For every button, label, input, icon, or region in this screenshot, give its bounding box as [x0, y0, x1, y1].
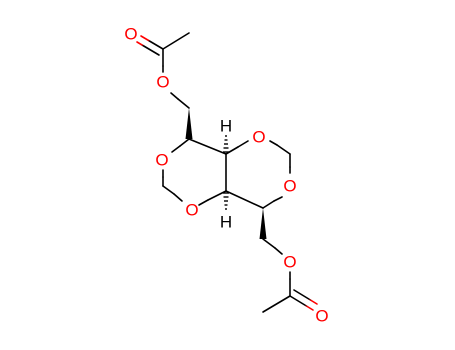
atom-oxygen-ester-bottom: O	[283, 253, 296, 272]
bond-carbonyl-bottom-b	[293, 289, 318, 305]
atom-hydrogen-top: H	[220, 117, 232, 136]
bond-o-ch-left-bottom-o	[198, 199, 209, 206]
atom-oxygen-carbonyl-top: O	[124, 25, 137, 44]
bond-carbonyl-top-a	[140, 35, 164, 50]
bond-methylene-ester-bottom-c	[262, 238, 276, 249]
bond-o-ch2-right-top-o	[269, 140, 278, 146]
bond-ch2-o-left-bottom-c	[162, 185, 175, 195]
bond-ester-methylene-top-c	[177, 98, 190, 109]
atom-oxygen-ring-right-bottom: O	[283, 177, 296, 196]
atom-oxygen-ring-left-top: O	[155, 151, 168, 170]
bond-o-ch-right-bottom-c	[262, 200, 275, 209]
atom-oxygen-ring-right-top: O	[252, 128, 265, 147]
bond-c-o-left-top-o	[171, 145, 181, 153]
atom-oxygen-ring-left-bottom: O	[185, 201, 198, 220]
bond-ch-ch-top	[188, 138, 227, 155]
hashed-bond-top-h	[223, 135, 229, 153]
bond-o-ch2-right-top-c	[276, 144, 291, 155]
bond-o-ch-right-bottom-o	[273, 196, 283, 202]
hashed-bond-bottom-h	[223, 192, 229, 210]
bond-ch-ch-bottom	[225, 190, 264, 209]
bond-ch-o-right-top-o	[237, 140, 249, 148]
bond-layer	[136, 32, 318, 313]
wedge-bond-top	[185, 108, 193, 139]
atom-label-layer: O O O O O O O O H H	[124, 25, 328, 326]
bond-carbonyl-bottom-a	[289, 295, 314, 311]
atom-oxygen-ester-top: O	[156, 73, 169, 92]
bond-ester-methylene-top-o	[170, 92, 179, 100]
atom-hydrogen-bottom: H	[220, 213, 232, 232]
bond-carbonyl-top-b	[136, 41, 160, 56]
bond-ch2-o-left-bottom-o	[173, 193, 183, 202]
atom-oxygen-carbonyl-bottom: O	[315, 307, 328, 326]
bond-c-o-left-top-c	[179, 138, 190, 147]
bond-methyl-carbonyl-top	[162, 32, 190, 50]
bond-carbonyl-methyl-bottom	[262, 295, 291, 313]
bond-ch-o-right-top-c	[225, 146, 239, 155]
wedge-bond-bottom	[259, 208, 267, 239]
bond-methylene-ester-bottom-o	[274, 247, 283, 255]
